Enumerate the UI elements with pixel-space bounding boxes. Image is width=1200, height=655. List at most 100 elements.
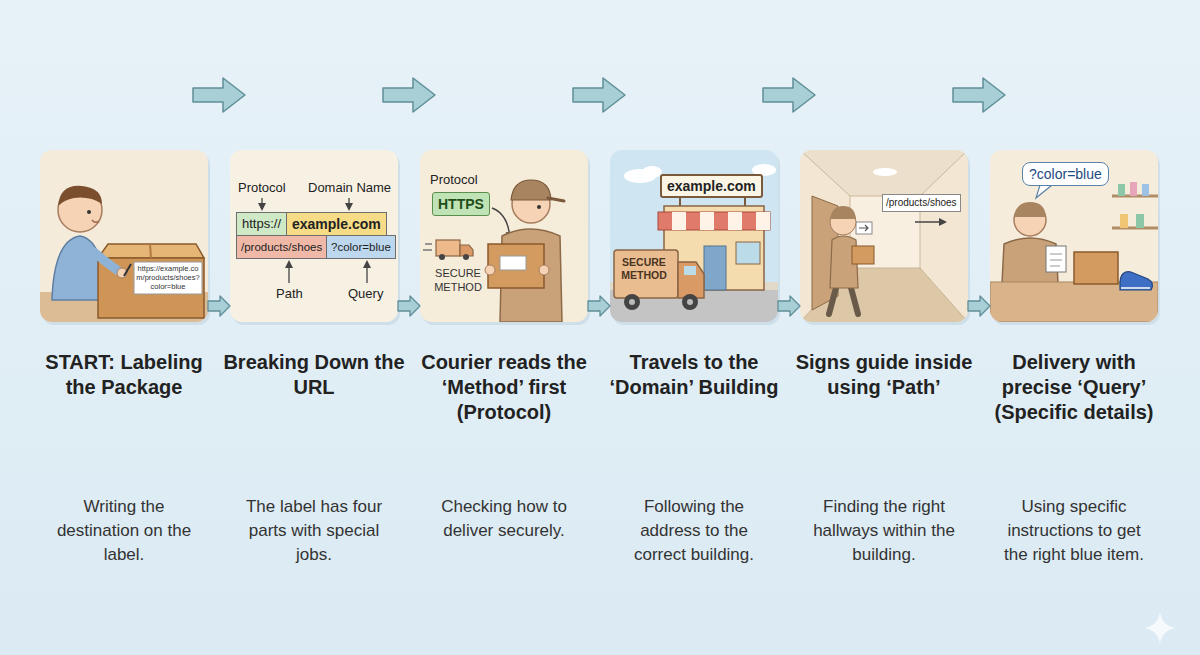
text-slot: Checking how to deliver securely. (424, 495, 584, 543)
text-slot: Breaking Down the URL (219, 350, 409, 400)
card-backgrounds-part (800, 150, 968, 322)
hallway-sign: /products/shoes (882, 194, 961, 212)
delivery-counter-part (1142, 184, 1149, 196)
url-part-box: example.com (286, 212, 387, 236)
delivery-counter-part (1036, 185, 1052, 198)
step-title: Breaking Down the URL (219, 350, 409, 400)
boy-labeling-box-part (124, 264, 131, 276)
delivery-counter-part (1120, 272, 1152, 290)
text-slot: SECURE METHOD (426, 266, 490, 294)
flow-arrow (968, 296, 990, 316)
hallway-scene-part (920, 150, 968, 196)
text-slot: Domain Name (308, 180, 391, 196)
hallway-scene-part (915, 221, 945, 222)
delivery-counter-part (1074, 252, 1118, 284)
step-title: START: Labeling the Package (29, 350, 219, 400)
shop-and-truck-part (642, 166, 662, 178)
shop-and-truck-part (679, 198, 681, 206)
url-leader-arrows-part (348, 198, 349, 209)
hallway-scene-part (920, 268, 968, 322)
part-name: Query (348, 286, 383, 302)
hallway-scene-part (856, 222, 872, 234)
text-slot: START: Labeling the Package (29, 350, 219, 400)
delivery-counter-part (1050, 266, 1060, 267)
truck-caption: SECURE METHOD (426, 266, 490, 294)
courier-with-package-part (425, 243, 432, 244)
step-title: Delivery with precise ‘Query’ (Specific … (979, 350, 1169, 425)
delivery-counter-part (1120, 214, 1128, 228)
delivery-counter-part (1130, 182, 1137, 196)
boy-labeling-box-part (87, 210, 91, 214)
box-text: example.com (667, 176, 756, 196)
courier-with-package-part (463, 254, 469, 260)
speech-bubble: ?color=blue (1022, 162, 1109, 186)
courier-with-package-part (488, 244, 544, 288)
box-text: https:// (242, 213, 281, 235)
shop-and-truck-part (756, 212, 770, 230)
text-slot: Travels to the ‘Domain’ Building (599, 350, 789, 400)
text-slot: Courier reads the ‘Method’ first (Protoc… (409, 350, 599, 425)
courier-with-package-part (439, 254, 445, 260)
text-slot: Protocol (238, 180, 286, 196)
hallway-scene-part (852, 246, 874, 264)
text-slot: Delivery with precise ‘Query’ (Specific … (979, 350, 1169, 425)
step-title: Courier reads the ‘Method’ first (Protoc… (409, 350, 599, 425)
text-slot: The label has four parts with special jo… (234, 495, 394, 567)
courier-with-package-part (436, 240, 460, 256)
shop-and-truck-part (700, 212, 714, 230)
top-arrows-part (953, 78, 1005, 112)
step-card: Delivery with precise ‘Query’ (Specific … (990, 150, 1158, 322)
shop-and-truck-part (629, 299, 635, 305)
text-slot: Finding the right hallways within the bu… (804, 495, 964, 567)
top-arrows-part (193, 78, 245, 112)
shop-and-truck-part (658, 212, 770, 230)
top-arrows-part (763, 78, 815, 112)
part-name: Path (276, 286, 303, 302)
url-leader-arrows-part (261, 198, 262, 209)
card-backgrounds-part (230, 150, 398, 322)
text-slot: Signs guide inside using ‘Path’ (789, 350, 979, 400)
top-arrows-part (383, 78, 435, 112)
courier-with-package-part (539, 265, 549, 275)
courier-with-package-part (511, 180, 551, 200)
shop-and-truck-part (672, 212, 686, 230)
courier-with-package-part (537, 205, 541, 209)
flow-arrow (588, 296, 610, 316)
box-text: /products/shoes (886, 195, 957, 211)
boy-labeling-box-part (150, 244, 151, 258)
text-slot: Query (348, 286, 383, 302)
hallway-scene (800, 150, 968, 322)
step-card: Travels to the ‘Domain’ BuildingFollowin… (610, 150, 778, 322)
card-backgrounds-part (610, 150, 778, 322)
step-description: Finding the right hallways within the bu… (804, 495, 964, 567)
step-description: Following the address to the correct bui… (614, 495, 774, 567)
text-slot: Writing the destination on the label. (44, 495, 204, 567)
card-backgrounds-part (990, 150, 1158, 322)
delivery-counter-part (990, 282, 1158, 322)
hallway-scene-part (873, 168, 897, 176)
url-part-box: /products/shoes (236, 235, 327, 259)
shop-and-truck-part (682, 294, 698, 310)
box-text: HTTPS (438, 193, 484, 215)
boy-labeling-box-part (94, 252, 120, 272)
boy-labeling-box-part (98, 244, 204, 258)
delivery-counter-part (1046, 246, 1066, 272)
step-title: Travels to the ‘Domain’ Building (599, 350, 789, 400)
part-name: Domain Name (308, 180, 391, 196)
shop-and-truck (610, 164, 778, 322)
hallway-scene-part (830, 206, 856, 219)
boy-labeling-box (40, 186, 208, 322)
shop-and-truck-part (728, 212, 742, 230)
step-card: Courier reads the ‘Method’ first (Protoc… (420, 150, 588, 322)
part-name: Protocol (238, 180, 286, 196)
delivery-counter-part (1014, 202, 1046, 217)
shop-and-truck-part (736, 242, 760, 264)
hallway-scene-part (800, 150, 850, 196)
shop-and-truck-part (704, 246, 726, 290)
courier-with-package-part (548, 198, 564, 201)
boy-labeling-box-part (58, 186, 102, 206)
boy-labeling-box-part (134, 262, 202, 294)
courier-with-package-part (500, 256, 526, 270)
flow-arrow (208, 296, 230, 316)
